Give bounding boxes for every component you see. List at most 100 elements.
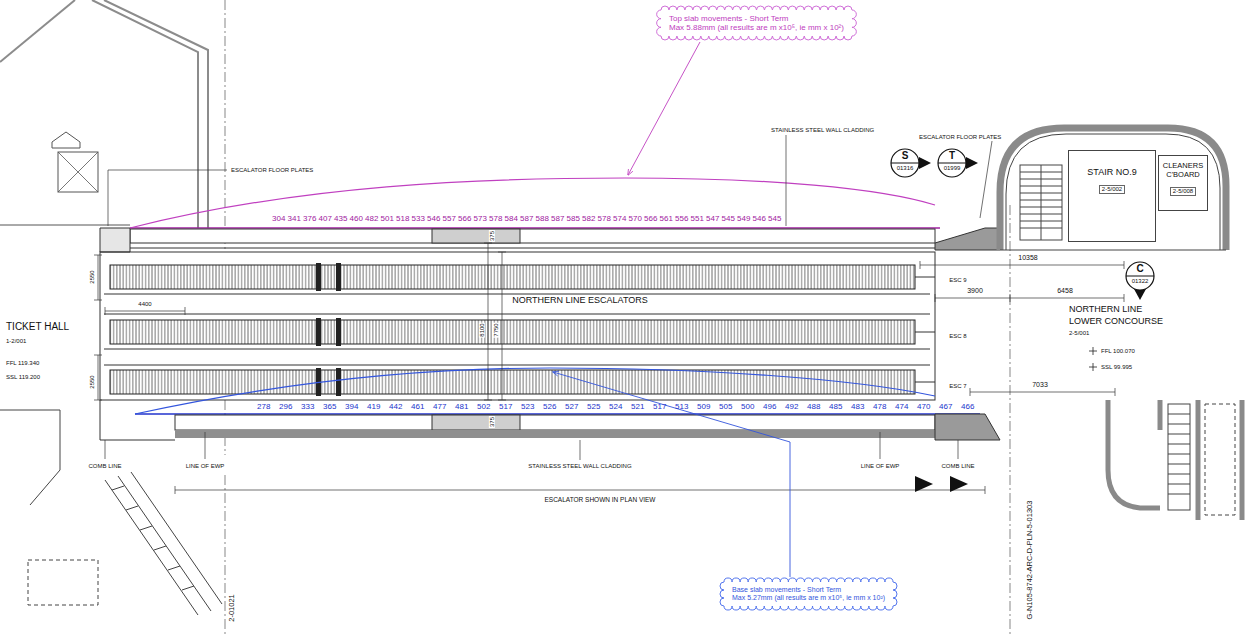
ticket-hall-structure: [58, 152, 98, 192]
setting-out-line: LINE OF EWP: [860, 463, 901, 469]
ticket-hall-structure: [0, 0, 208, 228]
escalator-frame: [104, 294, 930, 295]
displacement-value: 545: [722, 215, 735, 223]
dimension-line: [484, 243, 492, 400]
sheet-number: 01999: [937, 165, 967, 172]
displacement-value: 467: [939, 403, 952, 411]
displacement-value: 578: [598, 215, 611, 223]
leader-note: STAINLESS STEEL WALL CLADDING: [770, 127, 875, 133]
comb-plate: [316, 263, 321, 291]
dimension-line: [175, 486, 985, 494]
displacement-value: 496: [763, 403, 776, 411]
grid-line: [1010, 205, 1011, 637]
displacement-value: 500: [741, 403, 754, 411]
base-slab: [100, 400, 1000, 440]
displacement-value: 518: [396, 215, 409, 223]
displacement-value: 570: [629, 215, 642, 223]
note-heading: Top slab movements - Short Term: [669, 14, 844, 23]
dimension-text: 375: [489, 230, 495, 242]
room-number: 2-5/001: [1068, 330, 1090, 336]
section-arrow: [1134, 289, 1146, 300]
grid-line: [225, 0, 1010, 637]
escalator-id: ESC 9: [948, 277, 967, 283]
dimension-line: [920, 261, 1124, 269]
displacement-value: 478: [873, 403, 886, 411]
displacement-value: 556: [675, 215, 688, 223]
displacement-value: 587: [551, 215, 564, 223]
sheet-number: 01316: [890, 165, 920, 172]
lower-escalator: [105, 472, 222, 615]
lower-escalator: [0, 410, 222, 615]
section-divider: [891, 163, 919, 164]
displacement-value: 502: [477, 403, 490, 411]
escalator-frame: [100, 252, 935, 400]
callout-leader: [628, 42, 700, 175]
displacement-value: 341: [288, 215, 301, 223]
displacement-value: 557: [443, 215, 456, 223]
displacement-value: 527: [565, 403, 578, 411]
escalator-frame: [104, 365, 930, 366]
direction-arrow: [915, 476, 968, 492]
grid-line: [225, 0, 226, 250]
displacement-value: 513: [675, 403, 688, 411]
displacement-value: 549: [737, 215, 750, 223]
dimension-text: 2550: [89, 374, 95, 389]
displacement-value: 566: [458, 215, 471, 223]
dimension-line: [94, 255, 102, 300]
escalator-steps: [110, 265, 915, 289]
displacement-value: 521: [631, 403, 644, 411]
escalator-id: ESC 8: [948, 333, 967, 339]
dimension-text: 2550: [89, 269, 95, 284]
displacement-value: 365: [323, 403, 336, 411]
platform-detail: [1205, 404, 1235, 515]
stair-building-detail: [1006, 134, 1220, 250]
displacement-value: 561: [660, 215, 673, 223]
platform-outline: [1108, 400, 1160, 508]
displacement-value: 488: [807, 403, 820, 411]
platform-outline: [1108, 400, 1242, 520]
ticket-hall-structure: [0, 0, 75, 62]
displacement-value: 278: [257, 403, 270, 411]
section-arrow: [966, 157, 978, 169]
platform-outline: [1196, 400, 1201, 520]
room-number: 2-5/002: [1099, 185, 1125, 194]
revision-cloud-note: Top slab movements - Short TermMax 5.88m…: [657, 6, 856, 40]
level-mark: FFL 100.070: [1100, 348, 1136, 354]
escalator-id: ESC 7: [948, 383, 967, 389]
dimension-text: 10358: [1017, 254, 1038, 261]
room-name: TICKET HALL: [5, 322, 70, 333]
platform-detail: [1168, 404, 1235, 515]
displacement-value: 588: [536, 215, 549, 223]
section-arrow: [919, 157, 931, 169]
displacement-value: 547: [706, 215, 719, 223]
displacement-value: 477: [433, 403, 446, 411]
displacement-value: 485: [829, 403, 842, 411]
displacement-value: 460: [350, 215, 363, 223]
setting-out-line: COMB LINE: [87, 463, 122, 469]
top-slab-deflection-curve: [130, 178, 935, 228]
escalator-steps: [110, 370, 915, 394]
dimension-text: 375: [489, 416, 495, 428]
displacement-value: 407: [319, 215, 332, 223]
base-slab: [175, 415, 935, 430]
room-name: NORTHERN LINE: [1068, 305, 1143, 314]
ticket-hall-structure: [104, 0, 208, 228]
setting-out-line: LINE OF EWP: [185, 463, 226, 469]
leader-line: [786, 135, 787, 226]
displacement-value: 483: [851, 403, 864, 411]
displacement-value: 501: [381, 215, 394, 223]
escalator-frame: [104, 349, 930, 350]
sheet-number: 01322: [1125, 278, 1155, 285]
platform-detail: [1168, 404, 1190, 510]
section-letter: C: [1125, 264, 1155, 274]
room-box: STAIR NO.92-5/002: [1068, 150, 1156, 242]
platform-detail: [1168, 414, 1190, 494]
revision-cloud: [720, 578, 897, 610]
stair-building-detail: [1000, 134, 1226, 250]
lower-escalator: [28, 560, 98, 605]
ticket-hall-structure: [58, 152, 98, 192]
base-slab: [175, 430, 935, 438]
displacement-value: 505: [719, 403, 732, 411]
leader-note: STAINLESS STEEL WALL CLADDING: [527, 463, 632, 469]
